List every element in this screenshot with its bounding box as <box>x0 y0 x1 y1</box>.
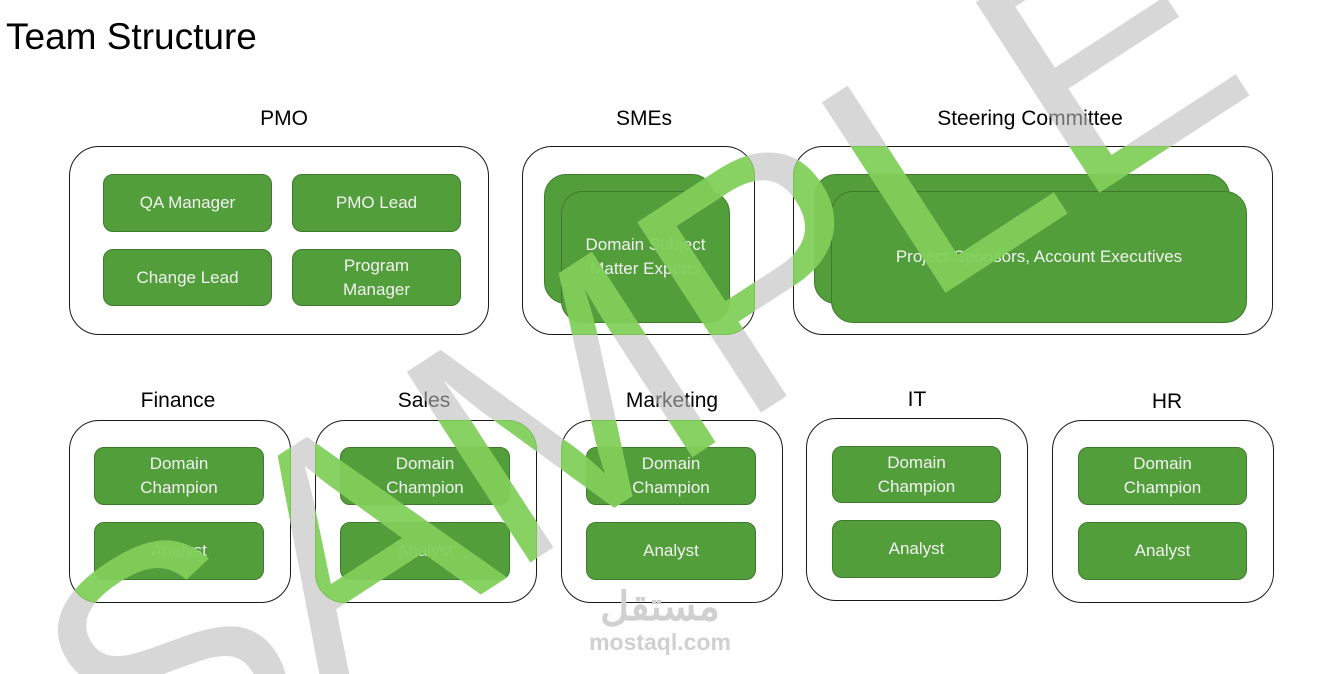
role-domain-sme: Domain Subject Matter Experts <box>561 191 730 323</box>
role-analyst: Analyst <box>1078 522 1247 580</box>
role-domain-champion: Domain Champion <box>1078 447 1247 505</box>
page-title: Team Structure <box>6 16 257 57</box>
role-analyst: Analyst <box>94 522 264 580</box>
role-domain-champion: Domain Champion <box>340 447 510 505</box>
group-label-steering: Steering Committee <box>937 107 1123 130</box>
role-analyst: Analyst <box>340 522 510 580</box>
group-label-marketing: Marketing <box>625 389 719 412</box>
role-analyst: Analyst <box>586 522 756 580</box>
role-pmo-lead: PMO Lead <box>292 174 461 232</box>
mostaql-logo: مستقل mostaql.com <box>580 585 740 655</box>
group-label-it: IT <box>907 388 927 411</box>
role-program-manager: Program Manager <box>292 249 461 306</box>
role-change-lead: Change Lead <box>103 249 272 306</box>
role-domain-champion: Domain Champion <box>586 447 756 505</box>
role-analyst: Analyst <box>832 520 1001 578</box>
group-label-smes: SMEs <box>615 107 672 130</box>
group-label-pmo: PMO <box>260 107 308 130</box>
role-domain-champion: Domain Champion <box>832 446 1001 503</box>
role-project-sponsors: Project Sponsors, Account Executives <box>831 191 1247 323</box>
group-label-hr: HR <box>1151 390 1183 413</box>
group-label-sales: Sales <box>397 389 451 412</box>
role-qa-manager: QA Manager <box>103 174 272 232</box>
logo-text: mostaql.com <box>589 629 731 655</box>
logo-arabic-text: مستقل <box>600 585 720 629</box>
group-label-finance: Finance <box>140 389 216 412</box>
role-domain-champion: Domain Champion <box>94 447 264 505</box>
